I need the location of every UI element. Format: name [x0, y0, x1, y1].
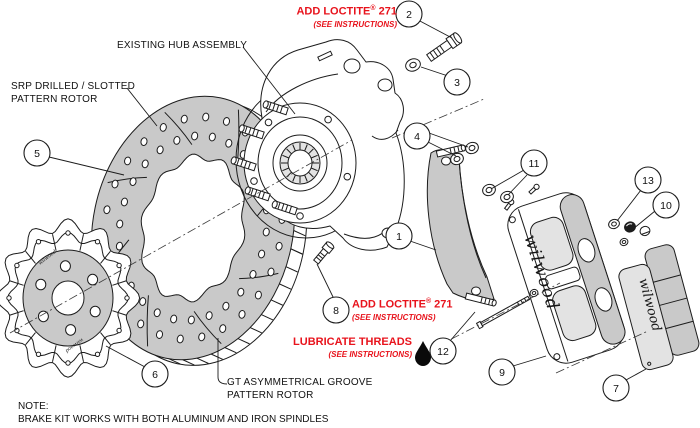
bottom-note: NOTE: BRAKE KIT WORKS WITH BOTH ALUMINUM… — [18, 401, 329, 425]
callout-13: 13 — [634, 166, 662, 194]
callout-11-number: 11 — [529, 158, 540, 170]
callout-12: 12 — [429, 337, 457, 365]
leader-lines — [48, 19, 656, 385]
wheel-stud — [230, 156, 257, 172]
callout-6: 6 — [141, 360, 169, 388]
add-loctite-note-mid: ADD LOCTITE® 271 (SEE INSTRUCTIONS) — [352, 298, 453, 322]
droplet-icon — [415, 341, 431, 366]
callout-12-number: 12 — [437, 346, 449, 358]
washer-11b — [500, 190, 514, 204]
callout-2-number: 2 — [406, 9, 412, 21]
callout-4: 4 — [403, 122, 431, 150]
brake-pad-front: wilwood — [618, 263, 674, 371]
callout-5: 5 — [23, 139, 51, 167]
callout-9: 9 — [488, 358, 516, 386]
callout-6-number: 6 — [152, 369, 158, 381]
callout-11: 11 — [520, 149, 548, 177]
callout-4-number: 4 — [414, 131, 420, 143]
hub-assembly — [230, 39, 405, 251]
pin-washer — [529, 288, 539, 298]
washer-4b — [465, 141, 479, 155]
callout-8: 8 — [322, 296, 350, 324]
bleed-screw — [503, 198, 515, 211]
washer-11a — [482, 183, 496, 197]
bleed-screw-2 — [528, 183, 540, 195]
callout-10: 10 — [652, 191, 680, 219]
callout-10-number: 10 — [660, 200, 672, 212]
wheel-stud — [271, 200, 298, 216]
lubricate-threads-note: LUBRICATE THREADS (SEE INSTRUCTIONS) — [293, 336, 412, 360]
wheel-stud — [244, 186, 271, 202]
label-existing-hub-assembly: EXISTING HUB ASSEMBLY — [117, 40, 248, 51]
callout-8-number: 8 — [333, 305, 339, 317]
caliper-bolt — [426, 32, 463, 62]
mounting-stud-bottom — [464, 292, 497, 307]
rotor-hat: wilwood wilwood — [0, 218, 141, 378]
callout-1: 1 — [385, 222, 413, 250]
callout-2: 2 — [395, 0, 423, 28]
wheel-stud — [262, 100, 289, 116]
label-gt-rotor: GT ASYMMETRICAL GROOVE PATTERN ROTOR — [227, 377, 373, 401]
washer-3 — [405, 58, 421, 72]
washer-13 — [608, 218, 620, 230]
nut-10-outline — [639, 225, 651, 237]
callout-5-number: 5 — [34, 148, 40, 160]
washer-4a — [450, 152, 464, 166]
add-loctite-note-top: ADD LOCTITE® 271 (SEE INSTRUCTIONS) — [296, 5, 397, 29]
wheel-stud — [238, 124, 265, 140]
callout-3: 3 — [443, 68, 471, 96]
centerline-main — [9, 139, 353, 334]
callout-7: 7 — [602, 374, 630, 402]
callout-7-number: 7 — [613, 383, 619, 395]
pad-pin — [475, 295, 531, 330]
callout-9-number: 9 — [499, 367, 505, 379]
brake-caliper: wilwood — [503, 183, 626, 364]
washer-13b — [619, 237, 629, 247]
callout-13-number: 13 — [642, 175, 654, 187]
callout-1-number: 1 — [396, 231, 402, 243]
caliper-bracket — [426, 144, 497, 307]
nut-10-dark — [624, 221, 636, 233]
label-srp-rotor: SRP DRILLED / SLOTTED PATTERN ROTOR — [11, 81, 136, 105]
rotor-bolt — [312, 241, 335, 265]
centerline-pin — [435, 282, 561, 348]
callout-3-number: 3 — [454, 77, 460, 89]
